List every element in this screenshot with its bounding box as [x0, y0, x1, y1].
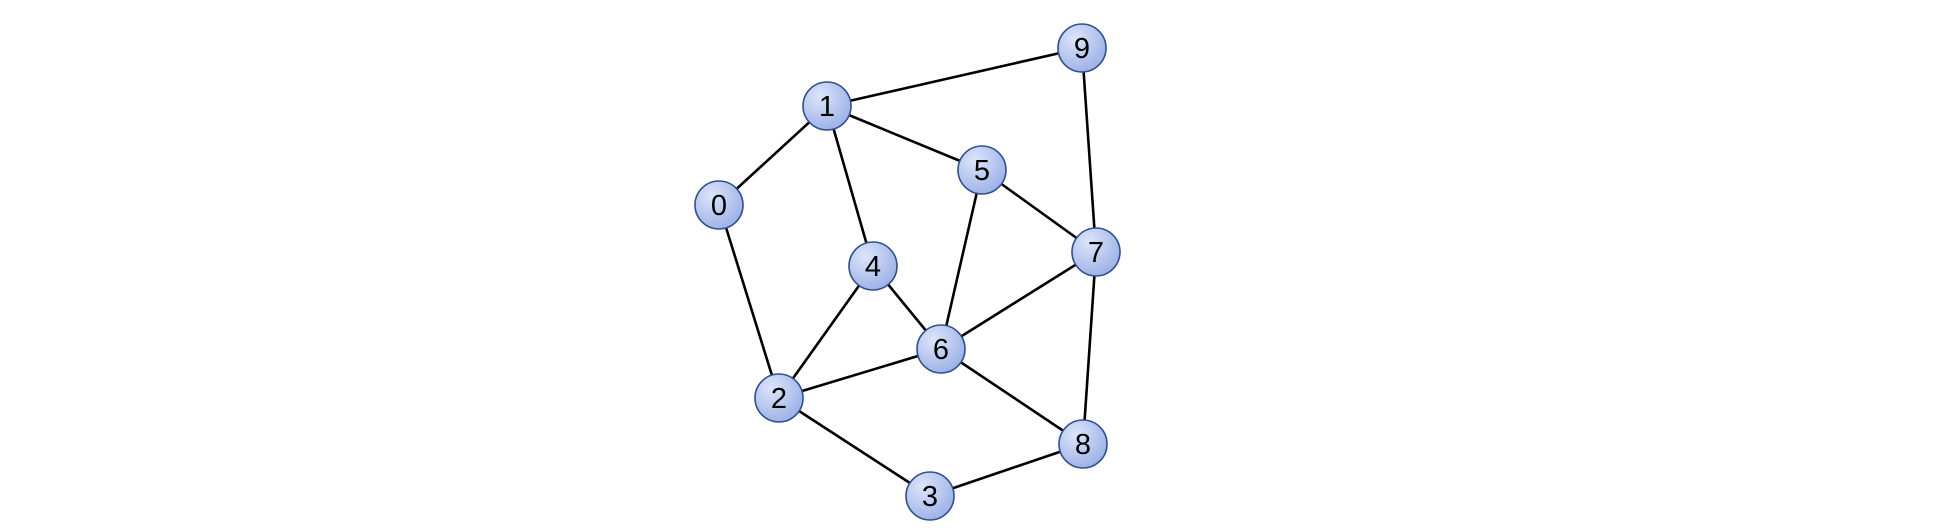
node-1: 1	[802, 81, 852, 131]
edge-3-8	[928, 442, 1085, 498]
node-circle-4	[848, 241, 898, 291]
edge-1-5	[825, 104, 984, 172]
node-8: 8	[1058, 419, 1108, 469]
node-label-6: 6	[933, 334, 949, 366]
nodes-layer: 0 1 2 3 4 5 6 7 8 9	[694, 23, 1121, 521]
node-label-4: 4	[865, 251, 881, 283]
edge-6-7	[939, 250, 1098, 351]
edge-2-6	[777, 347, 943, 400]
edge-7-8	[1081, 250, 1098, 446]
edge-0-2	[717, 203, 781, 400]
edge-6-8	[939, 347, 1085, 446]
node-circle-2	[754, 373, 804, 423]
node-label-8: 8	[1075, 429, 1091, 461]
node-label-0: 0	[711, 190, 727, 222]
node-5: 5	[957, 145, 1007, 195]
node-label-7: 7	[1088, 237, 1104, 269]
node-label-2: 2	[771, 383, 787, 415]
edge-2-3	[777, 396, 932, 498]
node-2: 2	[754, 373, 804, 423]
node-4: 4	[848, 241, 898, 291]
node-circle-3	[905, 471, 955, 521]
node-9: 9	[1057, 23, 1107, 73]
node-circle-7	[1071, 227, 1121, 277]
node-label-5: 5	[974, 155, 990, 187]
node-3: 3	[905, 471, 955, 521]
edge-1-4	[825, 104, 875, 268]
node-label-9: 9	[1074, 33, 1090, 65]
node-6: 6	[916, 324, 966, 374]
edge-2-4	[777, 264, 875, 400]
node-circle-1	[802, 81, 852, 131]
node-7: 7	[1071, 227, 1121, 277]
node-circle-5	[957, 145, 1007, 195]
node-circle-9	[1057, 23, 1107, 73]
node-label-3: 3	[922, 481, 938, 513]
node-label-1: 1	[819, 91, 835, 123]
node-0: 0	[694, 180, 744, 230]
node-circle-0	[694, 180, 744, 230]
node-circle-6	[916, 324, 966, 374]
node-circle-8	[1058, 419, 1108, 469]
edges-layer	[717, 46, 1098, 498]
edge-5-6	[939, 168, 984, 351]
edge-7-9	[1080, 46, 1098, 254]
edge-1-9	[825, 46, 1084, 108]
